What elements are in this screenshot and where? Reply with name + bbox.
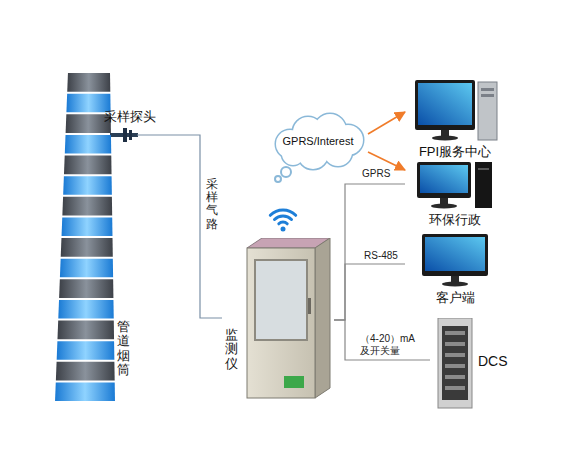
monitor-cabinet: 监测仪 xyxy=(222,238,334,402)
chimney-label: 管道烟筒 xyxy=(117,320,130,377)
dcs-cabinet-figure xyxy=(438,318,472,408)
chimney-band xyxy=(62,197,112,216)
monitor-cabinet-outline xyxy=(222,238,334,402)
chimney-band xyxy=(57,321,114,340)
signal-line xyxy=(334,184,405,320)
line-label: GPRS xyxy=(362,168,390,180)
chimney-band xyxy=(55,382,115,401)
cloud-outline xyxy=(268,112,368,184)
chimney-band xyxy=(58,300,113,319)
computer-label: 客户端 xyxy=(436,290,475,306)
chimney-band xyxy=(67,73,110,92)
line-label: 采样气路 xyxy=(206,178,218,231)
signal-line xyxy=(334,320,430,360)
server-computer: FPI服务中心 xyxy=(405,78,505,162)
chimney-band xyxy=(66,94,110,113)
wifi-symbol xyxy=(270,210,295,231)
signal-line xyxy=(137,135,222,318)
computer-label: FPI服务中心 xyxy=(419,144,491,160)
chimney-band xyxy=(61,238,113,257)
line-label: RS-485 xyxy=(364,250,398,262)
monitor-figure xyxy=(422,234,488,287)
office-computer: 环保行政 xyxy=(405,162,505,230)
sampling-probe xyxy=(110,128,138,142)
chimney-band xyxy=(62,217,113,236)
chimney-band xyxy=(57,341,115,360)
dcs-cabinet: DCS xyxy=(430,318,514,410)
chimney-band xyxy=(59,279,113,298)
probe-label: 采样探头 xyxy=(104,109,156,125)
line-label: （4-20）mA 及开关量 xyxy=(360,333,424,357)
chimney-band xyxy=(65,135,111,154)
computer-label: 环保行政 xyxy=(429,212,481,228)
cabinet-figure xyxy=(247,238,330,398)
signal-line xyxy=(334,264,405,320)
arrow-connector xyxy=(368,112,405,134)
cloud-shape xyxy=(275,114,363,182)
cloud: GPRS/Interest xyxy=(268,112,368,184)
computer-figure xyxy=(417,162,492,209)
chimney-band xyxy=(60,259,113,278)
dcs-label: DCS xyxy=(478,353,508,370)
cabinet-label: 监测仪 xyxy=(225,328,238,371)
client-monitor: 客户端 xyxy=(405,234,505,308)
cloud-label: GPRS/Interest xyxy=(283,135,354,148)
chimney-band xyxy=(56,362,115,381)
computer-figure xyxy=(415,80,497,141)
chimney-band xyxy=(64,156,112,175)
chimney-band xyxy=(63,176,112,195)
